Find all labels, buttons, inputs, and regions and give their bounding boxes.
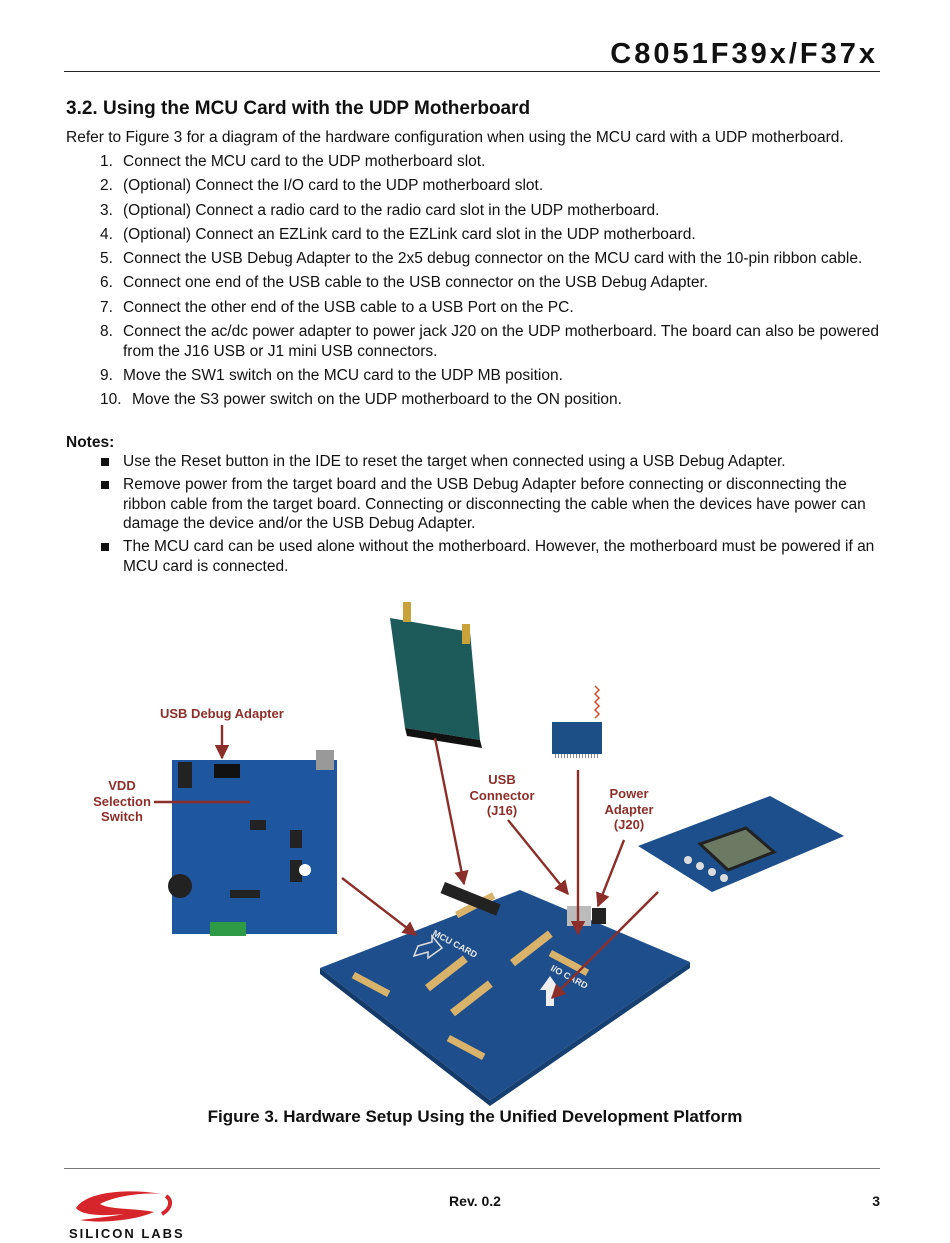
list-item: 7.Connect the other end of the USB cable… bbox=[100, 298, 574, 316]
list-item: 2.(Optional) Connect the I/O card to the… bbox=[100, 177, 544, 195]
notes-label: Notes: bbox=[66, 434, 115, 451]
figure-caption: Figure 3. Hardware Setup Using the Unifi… bbox=[207, 1107, 743, 1126]
io-card-image bbox=[638, 796, 844, 892]
silicon-labs-logo bbox=[76, 1191, 173, 1222]
list-item: 10.Move the S3 power switch on the UDP m… bbox=[100, 391, 622, 409]
steps-list: 1.Connect the MCU card to the UDP mother… bbox=[100, 152, 880, 414]
callout-vdd-selection-switch: VDD Selection Switch bbox=[93, 778, 151, 824]
notes-list: Use the Reset button in the IDE to reset… bbox=[100, 452, 880, 580]
section-heading: 3.2. Using the MCU Card with the UDP Mot… bbox=[66, 98, 531, 119]
hardware-setup-figure: MCU CARD I/O CARD USB Debug Adapter VDD … bbox=[70, 590, 880, 1110]
udp-motherboard-image: MCU CARD I/O CARD bbox=[320, 882, 690, 1106]
ezlink-card-image bbox=[552, 685, 602, 758]
bullet-icon bbox=[101, 458, 109, 466]
radio-card-image bbox=[390, 602, 482, 748]
list-item: 6.Connect one end of the USB cable to th… bbox=[100, 274, 709, 292]
callout-arrows bbox=[154, 725, 659, 1000]
page-number: 3 bbox=[872, 1193, 880, 1209]
callout-power-adapter: Power Adapter (J20) bbox=[604, 786, 654, 832]
list-item: 3.(Optional) Connect a radio card to the… bbox=[100, 201, 660, 219]
bullet-icon bbox=[101, 543, 109, 551]
header-rule bbox=[64, 71, 880, 72]
list-item: 4.(Optional) Connect an EZLink card to t… bbox=[100, 225, 696, 243]
list-item: 9.Move the SW1 switch on the MCU card to… bbox=[100, 366, 563, 384]
logo-wordmark: SILICON LABS bbox=[69, 1226, 185, 1241]
hardware-illustration: MCU CARD I/O CARD bbox=[154, 602, 844, 1106]
footer-rule bbox=[64, 1168, 880, 1169]
list-item: Use the Reset button in the IDE to reset… bbox=[100, 452, 880, 472]
list-item: 8.Connect the ac/dc power adapter to pow… bbox=[100, 323, 879, 360]
list-item: Remove power from the target board and t… bbox=[100, 475, 880, 534]
mcu-card-image bbox=[168, 750, 337, 936]
list-item: 1.Connect the MCU card to the UDP mother… bbox=[100, 153, 486, 170]
callout-usb-debug-adapter: USB Debug Adapter bbox=[160, 706, 284, 721]
callout-usb-connector: USB Connector (J16) bbox=[469, 772, 535, 818]
bullet-icon bbox=[101, 481, 109, 489]
list-item: The MCU card can be used alone without t… bbox=[100, 537, 880, 576]
list-item: 5.Connect the USB Debug Adapter to the 2… bbox=[100, 250, 863, 268]
intro-paragraph: Refer to Figure 3 for a diagram of the h… bbox=[66, 129, 844, 146]
footer-revision: Rev. 0.2 bbox=[449, 1193, 501, 1209]
page-header-title: C8051F39x/F37x bbox=[610, 38, 878, 70]
